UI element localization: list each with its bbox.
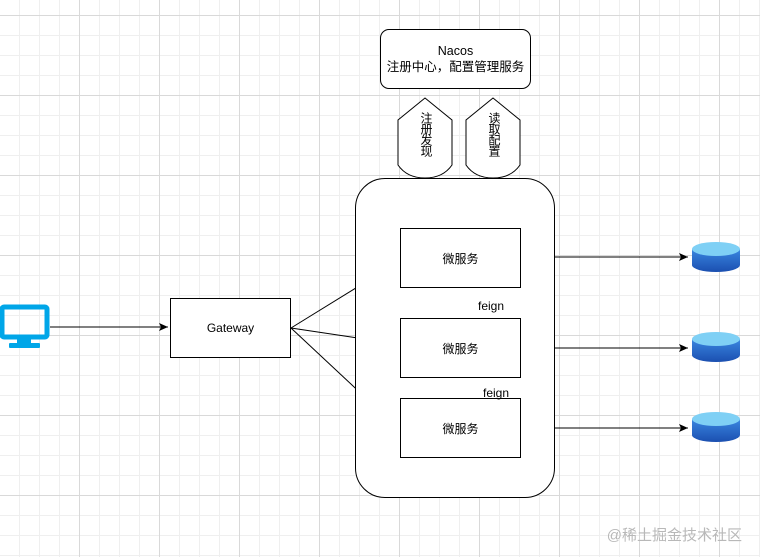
register-connector-label: 注册发现 xyxy=(419,112,433,156)
service-label: 微服务 xyxy=(442,421,479,436)
gateway-node: Gateway xyxy=(170,298,291,358)
database-icon xyxy=(692,332,740,362)
config-connector-label: 读取配置 xyxy=(487,112,501,156)
service-node-3: 微服务 xyxy=(400,398,521,458)
database-icon xyxy=(692,412,740,442)
service-label: 微服务 xyxy=(442,251,479,266)
feign-label-bottom: feign xyxy=(483,386,510,400)
config-connector xyxy=(465,97,521,179)
feign-label-top: feign xyxy=(478,299,505,313)
nacos-node: Nacos 注册中心，配置管理服务 xyxy=(380,29,531,89)
register-connector xyxy=(397,97,453,179)
service-node-2: 微服务 xyxy=(400,318,521,378)
nacos-subtitle: 注册中心，配置管理服务 xyxy=(386,60,525,74)
service-label: 微服务 xyxy=(442,341,479,356)
monitor-icon xyxy=(0,304,50,348)
database-icon xyxy=(692,242,740,272)
service-node-1: 微服务 xyxy=(400,228,521,288)
nacos-title: Nacos xyxy=(437,44,474,58)
watermark: @稀土掘金技术社区 xyxy=(606,527,742,544)
gateway-label: Gateway xyxy=(206,321,255,335)
